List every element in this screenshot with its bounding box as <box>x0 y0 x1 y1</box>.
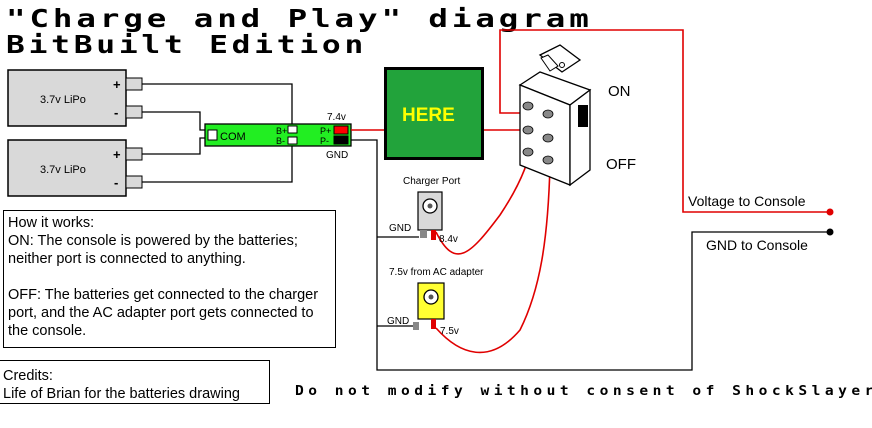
pcb-bminus-label: B- <box>276 136 285 146</box>
here-label: HERE <box>402 105 455 126</box>
ac-adapter-port: 7.5v from AC adapter GND 7.5v <box>387 267 484 337</box>
diagram-title-line1: "Charge and Play" diagram <box>6 4 593 33</box>
charger-port-label: Charger Port <box>403 176 460 187</box>
diagram-title-line2: BitBuilt Edition <box>6 30 368 59</box>
battery-2-label: 3.7v LiPo <box>40 164 86 176</box>
credits-box: Credits: Life of Brian for the batteries… <box>0 360 270 404</box>
switch-off-label: OFF <box>606 156 636 173</box>
battery-1-minus: - <box>114 105 118 120</box>
battery-2: 3.7v LiPo + - <box>7 139 143 197</box>
battery-2-minus: - <box>114 175 118 190</box>
pcb-com-label: COM <box>220 131 246 143</box>
here-box: HERE <box>384 67 484 160</box>
pcb-pplus-label: P+ <box>320 126 331 136</box>
footer-notice: Do not modify without consent of ShockSl… <box>295 384 872 399</box>
pcb-gnd-label: GND <box>326 150 348 161</box>
ground-wires <box>351 139 830 371</box>
how-it-works-box: How it works: ON: The console is powered… <box>3 210 336 348</box>
battery-1-plus: + <box>113 77 121 92</box>
how-it-works-on: ON: The console is powered by the batter… <box>8 233 298 267</box>
pcb-pminus-label: P- <box>320 136 329 146</box>
ac-port-label: 7.5v from AC adapter <box>389 267 484 278</box>
switch-on-label: ON <box>608 83 631 100</box>
charger-gnd-label: GND <box>389 223 411 234</box>
how-it-works-off: OFF: The batteries get connected to the … <box>8 287 319 339</box>
toggle-switch: ON OFF <box>518 44 636 187</box>
pcb-voltage-label: 7.4v <box>327 112 346 123</box>
battery-2-plus: + <box>113 147 121 162</box>
battery-1-label: 3.7v LiPo <box>40 94 86 106</box>
battery-1: 3.7v LiPo + - <box>7 69 143 127</box>
gnd-to-console-label: GND to Console <box>706 237 808 253</box>
voltage-to-console-label: Voltage to Console <box>688 193 806 209</box>
pcb-bplus-label: B+ <box>276 126 287 136</box>
charger-voltage-label: 8.4v <box>439 234 458 245</box>
credits-line: Life of Brian for the batteries drawing <box>3 386 240 402</box>
ac-voltage-label: 7.5v <box>440 326 459 337</box>
ac-gnd-label: GND <box>387 316 409 327</box>
how-it-works-heading: How it works: <box>8 215 95 231</box>
voltage-output-terminal <box>826 208 834 216</box>
protection-board: COM B+ B- P+ P- 7.4v GND <box>204 112 352 161</box>
credits-heading: Credits: <box>3 368 53 384</box>
charger-port: Charger Port GND 8.4v <box>389 176 460 245</box>
gnd-output-terminal <box>826 228 834 236</box>
